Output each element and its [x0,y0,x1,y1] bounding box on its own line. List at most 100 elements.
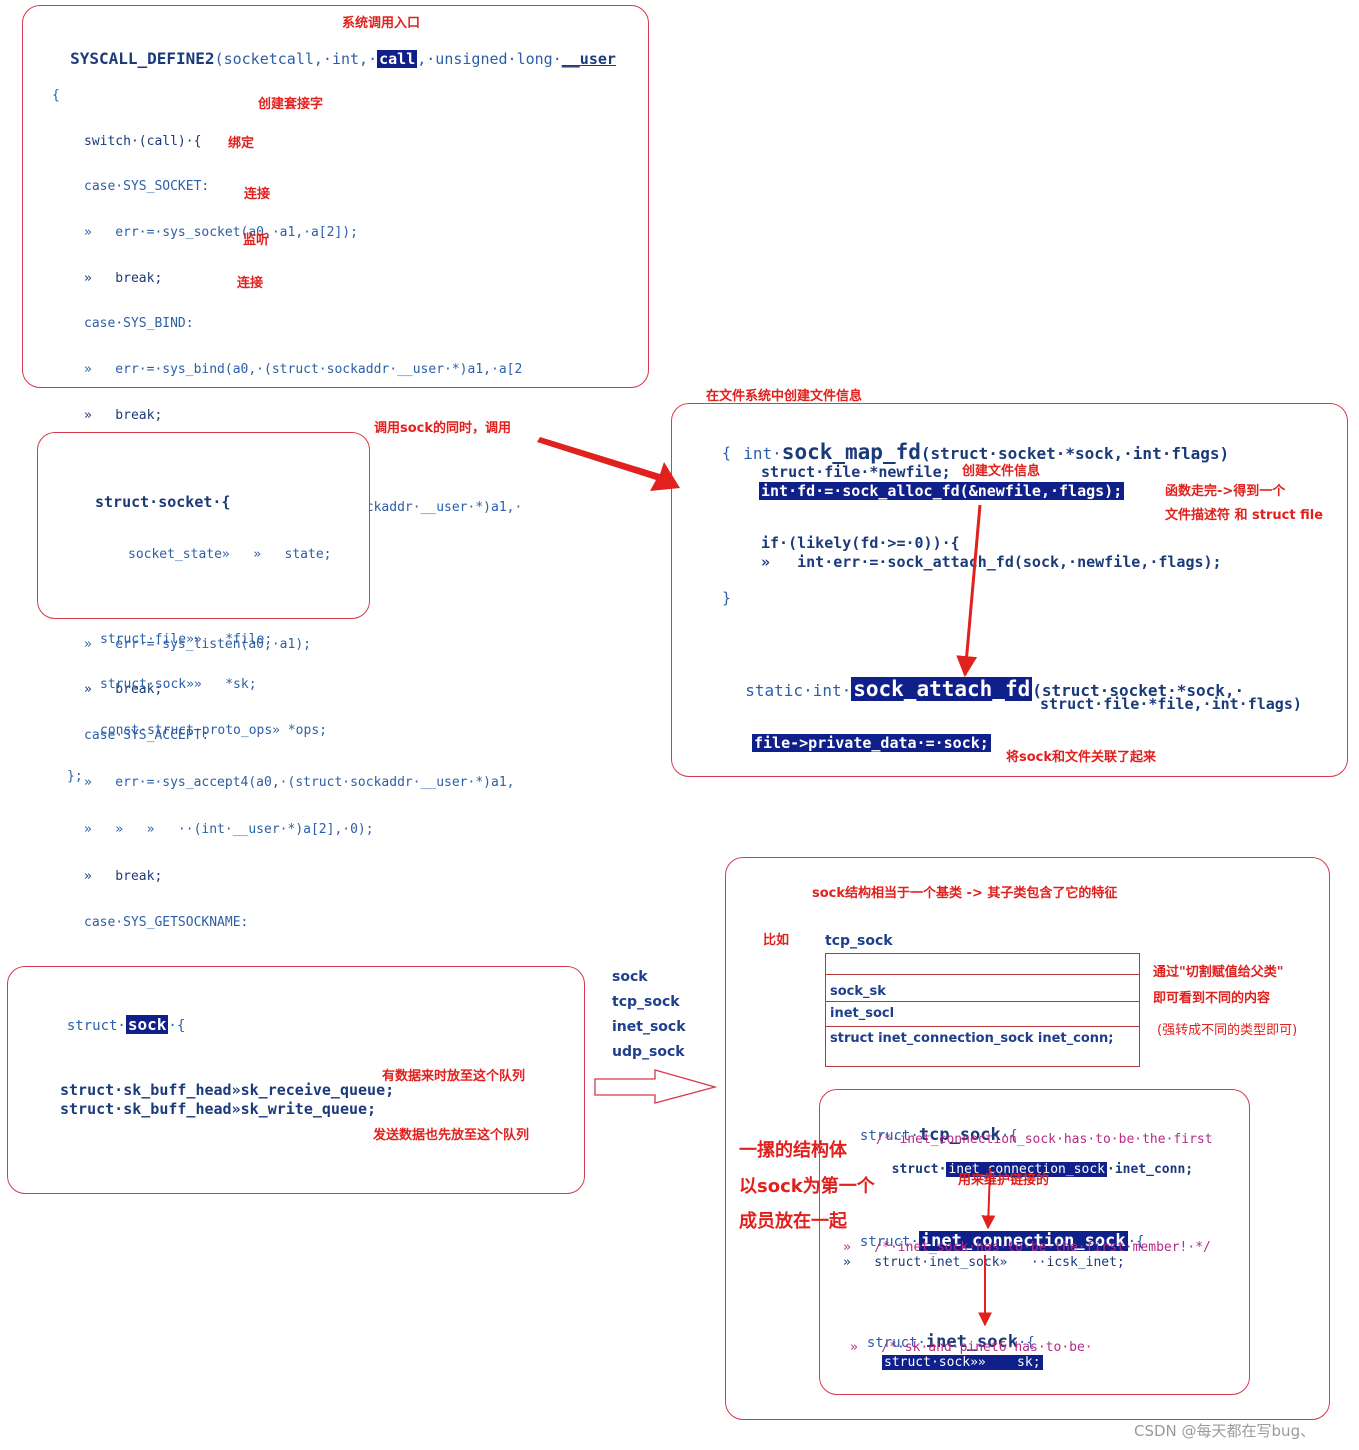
tcp-sock-table: sock_sk inet_socl struct inet_connection… [825,953,1140,1067]
map-brace-open: { [722,444,732,462]
attach-sig-fn: sock_attach_fd [851,677,1033,701]
ics-comment: » /*·inet_sock·has·to·be·the·first·membe… [843,1240,1211,1255]
code-line: case·SYS_GETSOCKNAME: [84,915,249,930]
attach-sig-args: (struct·socket·*sock,· [1032,681,1245,700]
tcp-sock-ics-type: inet_connection_sock [946,1162,1107,1177]
code-line: { [52,88,60,103]
map-signature: int·sock_map_fd(struct·socket·*sock,·int… [724,421,1229,464]
arrow-to-map-fd [537,437,680,491]
map-sig-args: (struct·socket·*sock,·int·flags) [920,444,1230,463]
note-listen: 监听 [243,233,270,248]
tcp-sock-struct-kw: struct· [891,1162,947,1177]
arrow-alloc-to-attach [956,504,982,678]
syscall-define-call: call [377,50,418,68]
code-line: struct·socket·{ [95,493,231,511]
tcp-sock-comment: /*·inet_connection_sock·has·to·be·the·fi… [876,1132,1213,1147]
syscall-box [22,5,649,388]
tcp-sock-name: tcp_sock [918,1125,1001,1145]
code-line: case·SYS_ACCEPT: [84,728,210,743]
arrow-note: 调用sock的同时，调用 [374,421,512,436]
table-row: struct inet_connection_sock inet_conn; [826,1026,1139,1051]
attach-signature: static·int·sock_attach_fd(struct·socket·… [726,658,1244,701]
map-line-attach-call: » int·err·=·sock_attach_fd(sock,·newfile… [761,553,1222,571]
struct-sock-box [7,966,585,1194]
note-cast-1: 通过"切割赋值给父类" [1153,965,1284,980]
code-line: » break; [84,408,163,423]
inet-sock-name: inet_sock [925,1332,1018,1352]
eg-label: 比如 [763,933,790,948]
map-brace-close: } [722,589,732,607]
map-sig-int: int· [743,444,782,463]
table-row: inet_socl [826,1001,1139,1026]
note-private: 将sock和文件关联了起来 [1006,750,1157,765]
sock-list-2: inet_sock [612,1019,686,1035]
tcp-sock-ics-field: ·inet_conn; [1107,1162,1194,1177]
tcp-sock-table-title: tcp_sock [825,933,893,949]
watermark: CSDN @每天都在写bug、 [1134,1422,1316,1440]
syscall-define-args-a: (socketcall,·int,· [214,50,378,68]
struct-sock-name: sock [125,1015,169,1034]
tcp-sock-inet-conn: struct·inet_connection_sock·inet_conn; [876,1147,1193,1177]
note-socket: 创建套接字 [258,97,324,112]
tcp-sock-header: struct·tcp_sock·{ [843,1113,1018,1144]
sock-write-queue: struct·sk_buff_head»sk_write_queue; [60,1100,377,1118]
note-newfile: 创建文件信息 [962,464,1041,479]
arrow-tcp-to-ics [981,1167,996,1230]
note-cast-3: (强转成不同的类型即可) [1157,1023,1298,1038]
note-connect: 连接 [244,187,271,202]
inet-sock-header: struct·inet_sock·{ [850,1320,1035,1351]
note-bind: 绑定 [228,136,255,151]
ics-inet-field: » struct·inet_sock» ··icsk_inet; [843,1255,1125,1270]
sock-map-fd-box [671,403,1348,777]
ics-kw: struct· [859,1234,919,1250]
code-line: » break; [84,271,163,286]
code-line: » err·=·sys_bind(a0,·(struct·sockaddr·__… [84,362,523,377]
sock-list-1: tcp_sock [612,994,680,1010]
sock-receive-queue: struct·sk_buff_head»sk_receive_queue; [60,1081,395,1099]
big-note-3: 成员放在一起 [739,1211,847,1232]
code-line: case·SYS_BIND: [84,316,194,331]
code-line: struct·sock»» *sk; [100,677,257,692]
syscall-define-args-b: ,·unsigned·long· [417,50,562,68]
code-line: » err·=·sys_listen(a0,·a1); [84,637,311,652]
syscall-define-line: SYSCALL_DEFINE2(socketcall,·int,·call,·u… [52,36,616,68]
big-note-2: 以sock为第一个 [739,1176,875,1197]
struct-sock-header: struct·sock·{ [50,1002,185,1034]
note-accept: 连接 [237,276,264,291]
attach-sig-args-2: struct·file·*file,·int·flags) [1040,695,1302,713]
inet-sock-kw: struct· [866,1335,926,1351]
inet-sock-brace: ·{ [1018,1335,1035,1351]
map-box-title: 在文件系统中创建文件信息 [706,389,863,404]
big-note-1: 一摞的结构体 [739,1140,847,1161]
map-line-alloc: int·fd·=·sock_alloc_fd(&newfile,·flags); [759,482,1125,500]
inet-sock-comment: » /*·sk·and·pinet6·has·to·be· [850,1340,1093,1355]
struct-socket-box [37,432,370,619]
struct-sock-kw: struct· [66,1018,126,1034]
code-line: struct·file»» *file; [100,632,273,647]
attach-sig-static: static·int· [745,681,852,700]
code-line: » break; [84,682,163,697]
sock-list-3: udp_sock [612,1044,685,1060]
ics-name: inet_connection_sock [918,1231,1128,1251]
syscall-title: 系统调用入口 [342,16,421,31]
ics-header: struct·inet_connection_sock·{ [843,1219,1145,1251]
note-result-2: 文件描述符 和 struct file [1165,508,1324,523]
struct-socket-code: struct·socket·{ socket_state» » state; s… [67,465,332,800]
note-send: 发送数据也先放至这个队列 [373,1128,530,1143]
note-result-1: 函数走完->得到一个 [1165,484,1286,499]
arrow-hollow [594,1069,718,1104]
inet-sock-sk-field: struct·sock»» sk; [882,1355,1043,1370]
private-data-line: file->private_data·=·sock; [752,734,991,752]
ics-brace: ·{ [1127,1234,1145,1250]
code-line: » » » ··(int·__user·*)a[2],·0); [84,822,374,837]
map-line-if: if·(likely(fd·>=·0))·{ [761,534,960,552]
syscall-define-macro: SYSCALL_DEFINE2 [70,49,215,68]
struct-sock-brace: ·{ [168,1018,186,1034]
sock-list-0: sock [612,969,648,985]
code-line: » err·=·sys_accept4(a0,·(struct·sockaddr… [84,775,515,790]
note-cast-2: 即可看到不同的内容 [1153,991,1271,1006]
code-line: case·SYS_SOCKET: [84,179,210,194]
tcp-sock-kw: struct· [859,1128,919,1144]
code-line: const·struct·proto_ops» *ops; [100,723,327,738]
